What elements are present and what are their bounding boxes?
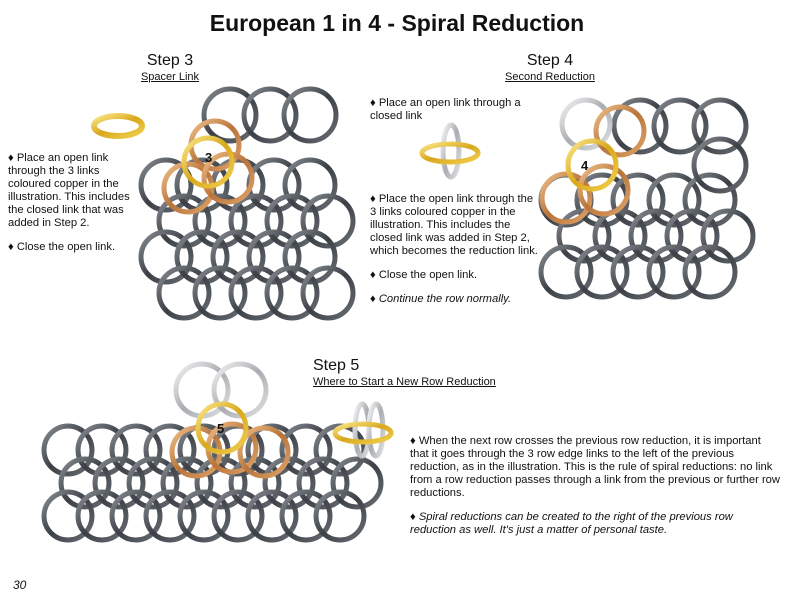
step5-heading: Step 5 xyxy=(313,357,360,374)
page-title: European 1 in 4 - Spiral Reduction xyxy=(209,10,585,36)
steel-ring xyxy=(177,489,231,543)
step5-illustration xyxy=(41,361,384,543)
steel-ring xyxy=(109,489,163,543)
step5-instruction: ♦ When the next row crosses the previous… xyxy=(410,435,780,499)
steel-ring xyxy=(300,193,356,249)
steel-ring xyxy=(574,244,630,300)
steel-ring xyxy=(279,423,333,477)
steel-ring xyxy=(109,423,163,477)
steel-ring xyxy=(41,423,95,477)
copper-ring xyxy=(593,104,647,158)
page-number: 30 xyxy=(13,578,27,592)
steel-ring xyxy=(296,456,350,510)
step3-marker: 3 xyxy=(205,150,212,165)
open-link-through-closed-link-icon xyxy=(419,122,481,180)
step3-heading: Step 3 xyxy=(146,52,194,69)
steel-ring xyxy=(610,244,666,300)
steel-ring xyxy=(58,456,112,510)
step3-instructions: ♦ Place an open link through the 3 links… xyxy=(8,152,136,265)
steel-ring xyxy=(264,265,320,321)
steel-ring xyxy=(241,86,299,144)
steel-ring xyxy=(245,489,299,543)
step3-instruction: ♦ Close the open link. xyxy=(8,241,116,253)
steel-ring xyxy=(201,86,259,144)
steel-ring xyxy=(126,456,180,510)
silver-ring xyxy=(211,361,269,419)
steel-ring xyxy=(211,489,265,543)
step4-instruction: ♦ Close the open link. xyxy=(370,269,478,281)
steel-ring xyxy=(156,265,212,321)
steel-ring xyxy=(192,265,248,321)
steel-ring xyxy=(138,157,194,213)
steel-ring xyxy=(75,489,129,543)
steel-ring xyxy=(143,489,197,543)
copper-ring xyxy=(539,171,593,225)
steel-ring xyxy=(651,97,709,155)
step3-illustration xyxy=(138,86,356,321)
step4-header: Step 4 Second Reduction xyxy=(490,52,610,83)
step5-subheading: Where to Start a New Row Reduction xyxy=(313,376,496,388)
copper-ring xyxy=(201,151,255,205)
step4-subheading: Second Reduction xyxy=(505,71,595,83)
step4-instruction: ♦ Continue the row normally. xyxy=(370,293,512,305)
step3-subheading: Spacer Link xyxy=(140,71,200,83)
copper-ring xyxy=(237,425,291,479)
steel-ring xyxy=(138,229,194,285)
steel-ring xyxy=(691,136,749,194)
step5-header: Step 5 Where to Start a New Row Reductio… xyxy=(313,357,533,388)
step4-instructions-top: ♦ Place an open link through a closed li… xyxy=(370,97,542,134)
steel-ring xyxy=(300,265,356,321)
steel-ring xyxy=(611,97,669,155)
step5-marker: 5 xyxy=(217,421,224,436)
step4-marker: 4 xyxy=(581,158,589,173)
steel-ring xyxy=(228,193,284,249)
steel-ring xyxy=(143,423,197,477)
steel-ring xyxy=(192,193,248,249)
gold-ring xyxy=(195,401,249,455)
copper-ring xyxy=(577,163,631,217)
steel-ring xyxy=(156,193,212,249)
open-link-gold-icon xyxy=(91,113,145,139)
gold-ring xyxy=(181,135,235,189)
step5-instruction: ♦ Spiral reductions can be created to th… xyxy=(410,511,733,536)
steel-ring xyxy=(700,208,756,264)
steel-ring xyxy=(646,244,702,300)
step4-instructions: ♦ Place the open link through the 3 link… xyxy=(370,193,542,317)
step4-illustration xyxy=(538,97,756,300)
steel-ring xyxy=(646,172,702,228)
step4-heading: Step 4 xyxy=(526,52,574,69)
steel-ring xyxy=(246,229,302,285)
steel-ring xyxy=(41,489,95,543)
steel-ring xyxy=(330,456,384,510)
steel-ring xyxy=(210,229,266,285)
steel-ring xyxy=(691,97,749,155)
steel-ring xyxy=(174,229,230,285)
steel-ring xyxy=(264,193,320,249)
open-link-through-two-closed-links-icon xyxy=(332,401,394,459)
step4-instruction: ♦ Place an open link through a closed li… xyxy=(370,97,521,122)
step3-header: Step 3 Spacer Link xyxy=(110,52,230,83)
steel-ring xyxy=(281,86,339,144)
steel-ring xyxy=(538,244,594,300)
steel-ring xyxy=(682,244,738,300)
steel-ring xyxy=(282,157,338,213)
silver-ring xyxy=(559,97,613,151)
gold-ring xyxy=(565,138,619,192)
steel-ring xyxy=(92,456,146,510)
steel-ring xyxy=(313,489,367,543)
steel-ring xyxy=(610,172,666,228)
steel-ring xyxy=(279,489,333,543)
steel-ring xyxy=(282,229,338,285)
steel-ring xyxy=(664,208,720,264)
steel-ring xyxy=(160,456,214,510)
steel-ring xyxy=(228,265,284,321)
step3-instruction: ♦ Place an open link through the 3 links… xyxy=(8,152,130,229)
steel-ring xyxy=(75,423,129,477)
steel-ring xyxy=(682,172,738,228)
step4-instruction: ♦ Place the open link through the 3 link… xyxy=(370,193,538,257)
step5-instructions: ♦ When the next row crosses the previous… xyxy=(410,435,780,548)
steel-ring xyxy=(628,208,684,264)
